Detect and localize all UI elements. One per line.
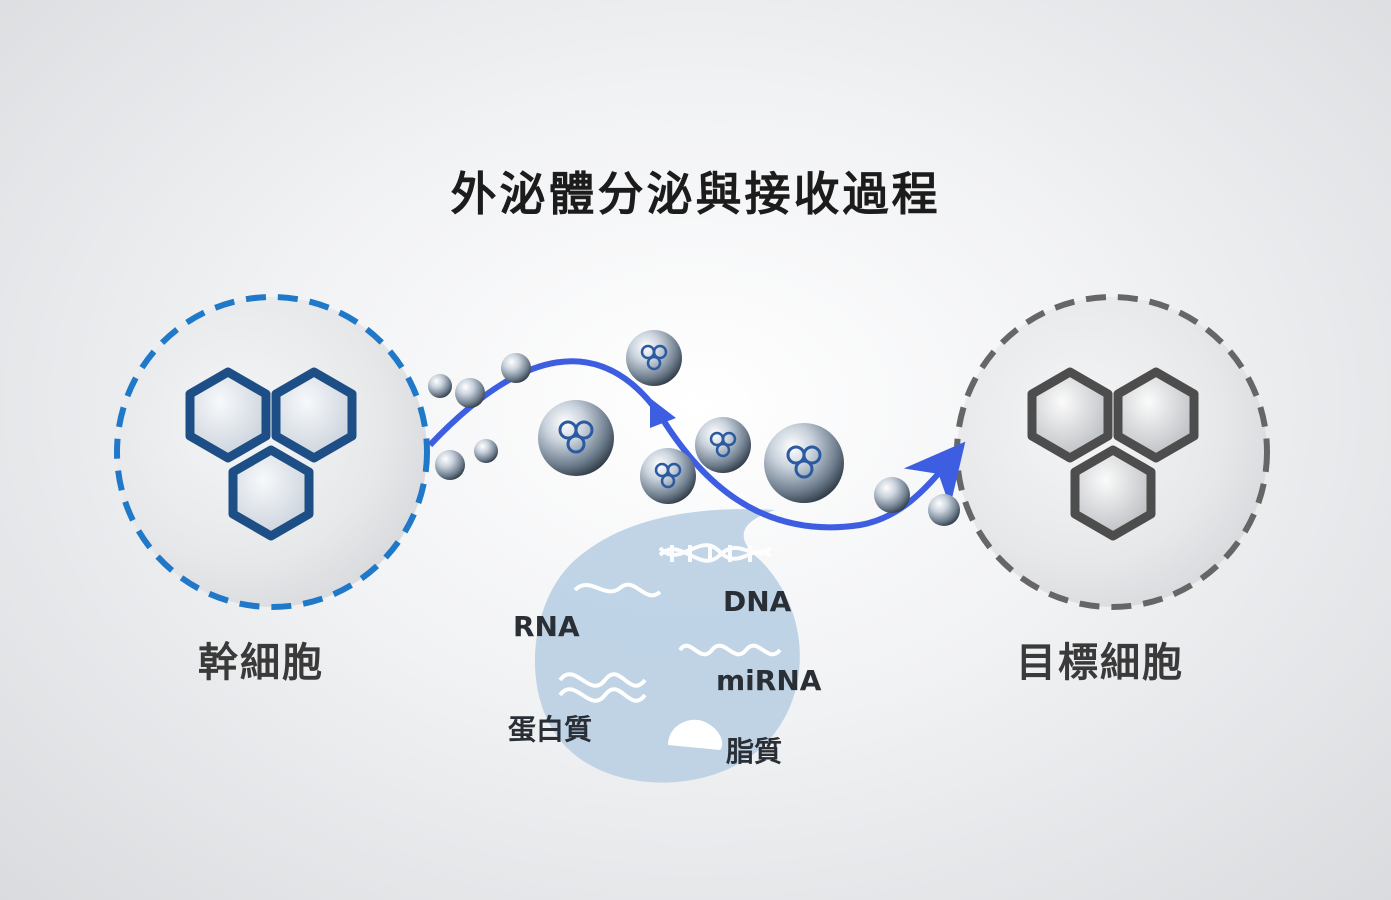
vesicle bbox=[474, 439, 498, 463]
mid-arrowhead-icon bbox=[650, 398, 676, 428]
source-cell-label: 幹細胞 bbox=[198, 640, 324, 686]
vesicle bbox=[428, 374, 452, 398]
vesicle bbox=[501, 353, 531, 383]
vesicle bbox=[640, 448, 696, 504]
vesicle-large bbox=[538, 400, 614, 476]
protein-icon bbox=[558, 672, 647, 703]
vesicle bbox=[874, 477, 910, 513]
target-cell-label: 目標細胞 bbox=[1016, 640, 1184, 686]
exosome-vesicles bbox=[428, 330, 960, 526]
protein-label: 蛋白質 bbox=[508, 713, 593, 746]
vesicle bbox=[695, 417, 751, 473]
dna-label: DNA bbox=[723, 585, 792, 618]
vesicle bbox=[928, 494, 960, 526]
lipid-label: 脂質 bbox=[726, 735, 783, 768]
mirna-icon bbox=[678, 643, 782, 657]
target-cell bbox=[954, 294, 1270, 610]
vesicle bbox=[626, 330, 682, 386]
page-title: 外泌體分泌與接收過程 bbox=[450, 167, 941, 221]
cargo-bubble bbox=[534, 509, 800, 783]
mirna-label: miRNA bbox=[716, 664, 822, 697]
rna-label: RNA bbox=[513, 610, 580, 643]
vesicle bbox=[435, 450, 465, 480]
transfer-arrow bbox=[427, 358, 966, 531]
vesicle-large bbox=[764, 423, 844, 503]
source-cell bbox=[114, 294, 430, 610]
dna-icon bbox=[658, 543, 772, 563]
lipid-icon bbox=[668, 719, 723, 750]
vesicle bbox=[455, 378, 485, 408]
rna-icon bbox=[573, 582, 662, 598]
target-hexagon-icon bbox=[1027, 367, 1199, 541]
source-hexagon-icon bbox=[185, 367, 357, 541]
